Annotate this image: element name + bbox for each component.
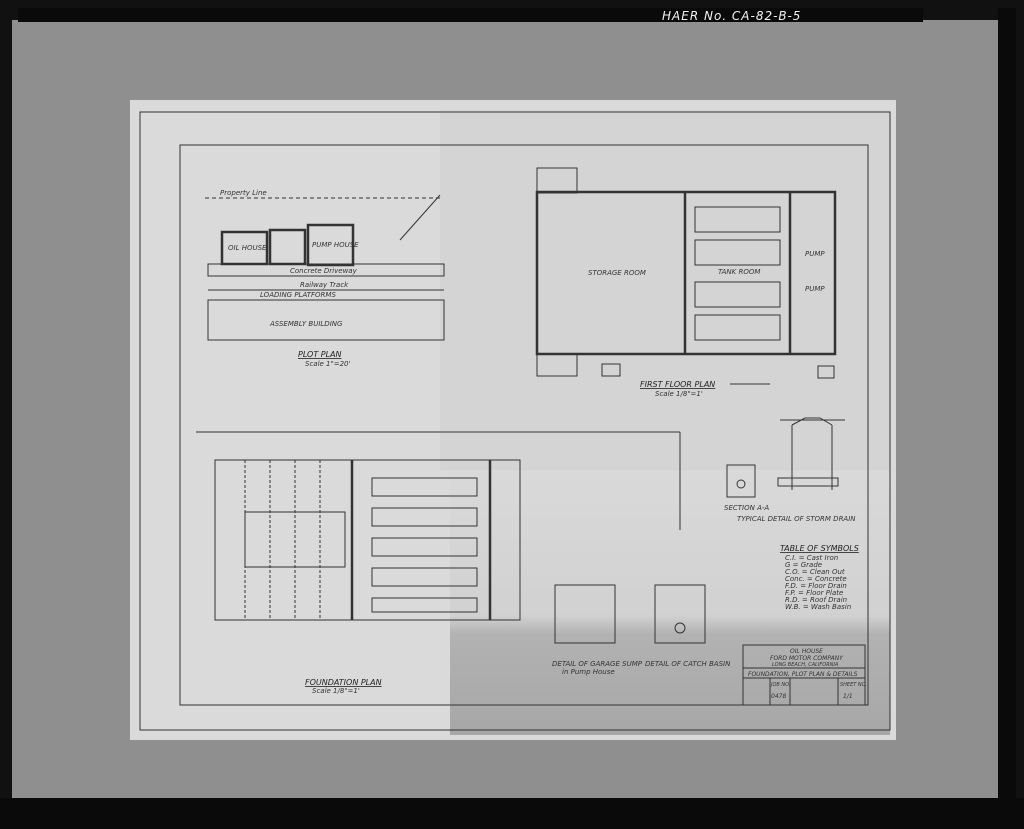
legend-item: R.D. = Roof Drain bbox=[785, 596, 847, 604]
plot-plan: OIL HOUSE PUMP HOUSE LOADING PLATFORMS A… bbox=[205, 189, 445, 368]
job-label: JOB NO. bbox=[770, 682, 791, 688]
garage-sump-subtitle: in Pump House bbox=[562, 668, 615, 676]
garage-sump-title: DETAIL OF GARAGE SUMP bbox=[552, 660, 643, 668]
legend-item: C.O. = Clean Out bbox=[785, 568, 845, 576]
legend-item: F.P. = Floor Plate bbox=[785, 589, 843, 597]
plot-label-loading: LOADING PLATFORMS bbox=[260, 291, 336, 299]
room-pump-2: PUMP bbox=[805, 285, 825, 293]
legend-title: TABLE OF SYMBOLS bbox=[780, 544, 859, 553]
stain bbox=[450, 470, 890, 735]
plot-label-assembly: ASSEMBLY BUILDING bbox=[269, 320, 343, 328]
storm-drain-title: TYPICAL DETAIL OF STORM DRAIN bbox=[737, 515, 856, 523]
first-floor-plan: STORAGE ROOM TANK ROOM PUMP PUMP FIRST F… bbox=[535, 167, 837, 398]
sheet-number: 1/1 bbox=[843, 693, 853, 700]
plot-label-pump-house: PUMP HOUSE bbox=[312, 241, 359, 249]
legend-item: C.I. = Cast Iron bbox=[785, 554, 838, 562]
plot-label-driveway: Concrete Driveway bbox=[290, 267, 358, 275]
legend-item: F.D. = Floor Drain bbox=[785, 582, 847, 590]
bottom-frame-edge bbox=[0, 798, 1024, 829]
details: SECTION A-A TYPICAL DETAIL OF STORM DRAI… bbox=[552, 417, 856, 676]
inner-border bbox=[179, 144, 869, 706]
title-line1: OIL HOUSE bbox=[790, 648, 823, 655]
top-label-bar bbox=[18, 8, 923, 22]
symbols-table: TABLE OF SYMBOLS C.I. = Cast Iron G = Gr… bbox=[780, 544, 859, 611]
haer-number: HAER No. CA-82-B-5 bbox=[662, 9, 802, 23]
plot-label-oil-house: OIL HOUSE bbox=[228, 244, 267, 252]
outer-border bbox=[139, 111, 891, 731]
title-line2: FORD MOTOR COMPANY bbox=[770, 655, 844, 662]
title-line3: LONG BEACH, CALIFORNIA bbox=[772, 662, 839, 668]
job-number: 0478 bbox=[771, 693, 786, 700]
plot-plan-title: PLOT PLAN bbox=[298, 350, 342, 359]
right-frame-edge bbox=[998, 8, 1016, 820]
room-pump-1: PUMP bbox=[805, 250, 825, 258]
foundation-plan: FOUNDATION PLAN Scale 1/8"=1' bbox=[196, 431, 681, 695]
plot-label-railway: Railway Track bbox=[300, 281, 349, 289]
legend-item: W.B. = Wash Basin bbox=[785, 603, 851, 611]
plot-label-property: Property Line bbox=[220, 189, 267, 197]
room-tank: TANK ROOM bbox=[718, 268, 760, 276]
plot-plan-scale: Scale 1"=20' bbox=[305, 360, 351, 368]
foundation-plan-scale: Scale 1/8"=1' bbox=[312, 687, 360, 695]
room-storage: STORAGE ROOM bbox=[588, 269, 646, 277]
foundation-plan-title: FOUNDATION PLAN bbox=[305, 678, 382, 687]
sheet-label: SHEET NO. bbox=[840, 682, 867, 688]
legend-item: Conc. = Concrete bbox=[785, 575, 847, 583]
first-floor-plan-title: FIRST FLOOR PLAN bbox=[640, 380, 715, 389]
legend-item: G = Grade bbox=[785, 561, 822, 569]
first-floor-plan-scale: Scale 1/8"=1' bbox=[655, 390, 703, 398]
catch-basin-title: DETAIL OF CATCH BASIN bbox=[645, 660, 731, 668]
title-block: OIL HOUSE FORD MOTOR COMPANY LONG BEACH,… bbox=[742, 644, 867, 706]
title-line4: FOUNDATION, PLOT PLAN & DETAILS bbox=[748, 671, 858, 678]
section-aa-title: SECTION A-A bbox=[724, 504, 769, 512]
